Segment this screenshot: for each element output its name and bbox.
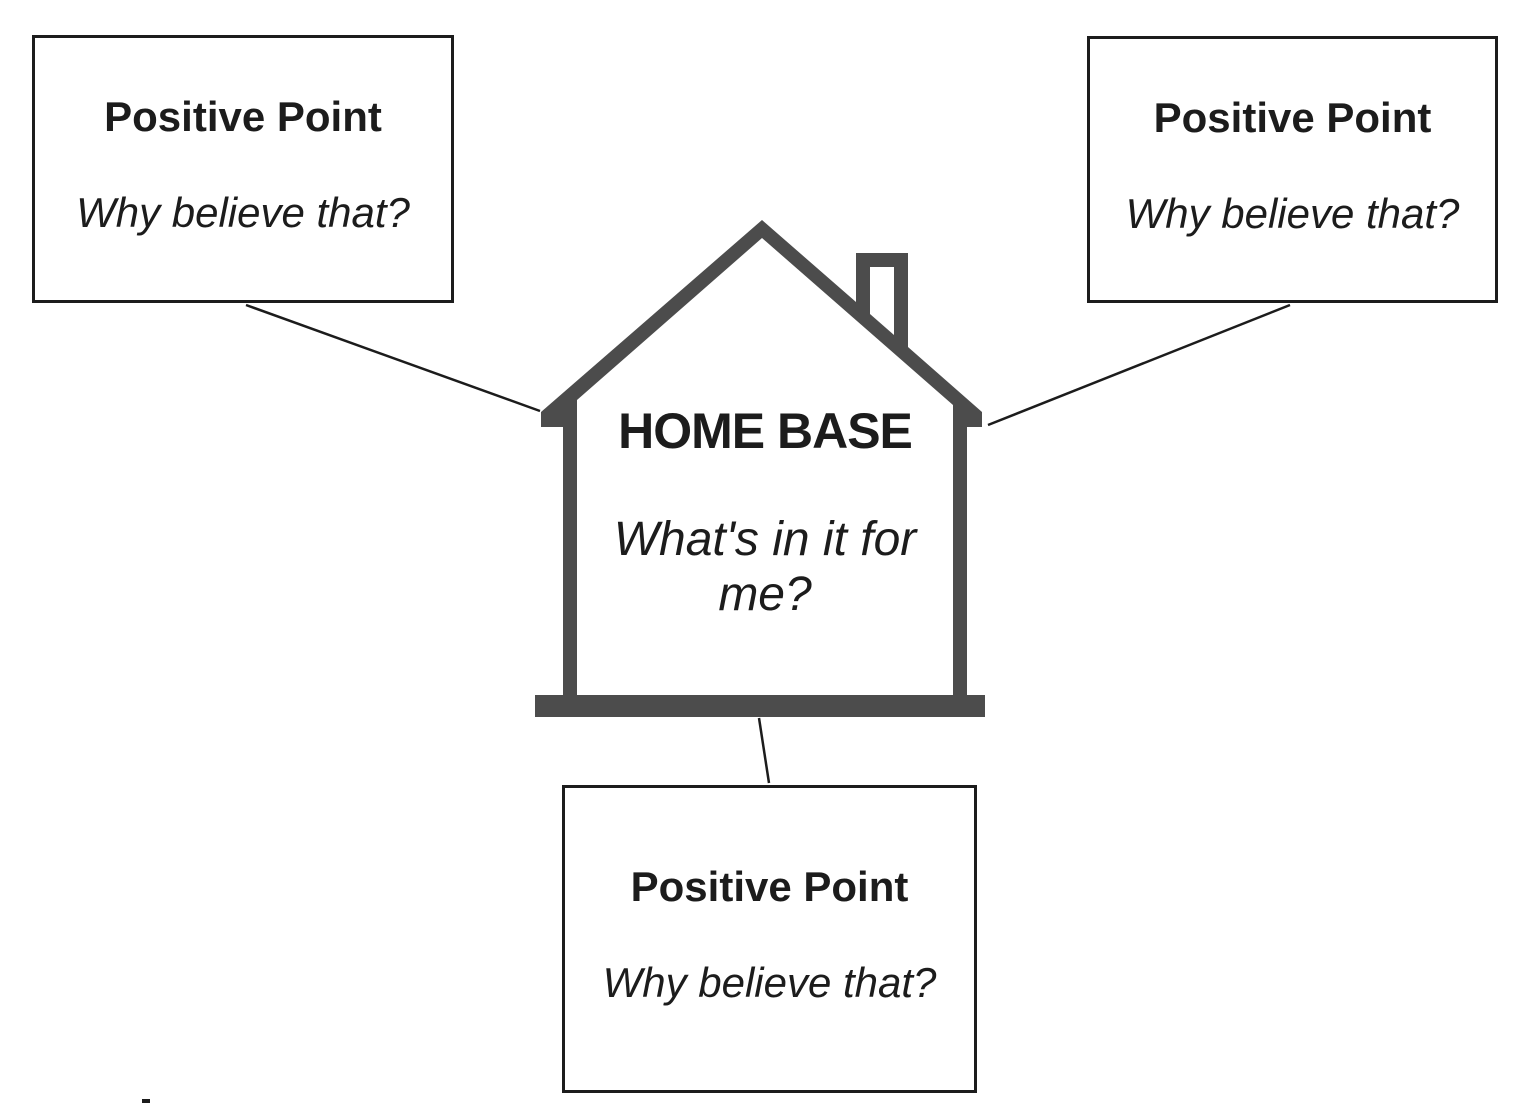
box-title: Positive Point	[630, 863, 909, 910]
house-title: HOME BASE	[618, 403, 913, 459]
chimney-hollow	[870, 267, 894, 335]
connector-line-left	[245, 303, 541, 413]
house-question: What's in it for me?	[613, 513, 917, 622]
box-question: Why believe that?	[1125, 190, 1460, 238]
positive-point-box-top-left: Positive Point Why believe that?	[32, 35, 454, 303]
house-text-block: HOME BASE What's in it for me?	[578, 406, 952, 622]
box-title: Positive Point	[1153, 94, 1432, 141]
house-base-bar	[535, 695, 985, 717]
stray-mark	[142, 1099, 150, 1103]
box-question: Why believe that?	[602, 959, 937, 1007]
box-title: Positive Point	[104, 93, 382, 140]
positive-point-box-top-right: Positive Point Why believe that?	[1087, 36, 1498, 303]
connector-line-right	[987, 303, 1291, 427]
positive-point-box-bottom: Positive Point Why believe that?	[562, 785, 977, 1093]
box-question: Why believe that?	[76, 189, 410, 237]
connector-line-bottom	[757, 717, 771, 784]
